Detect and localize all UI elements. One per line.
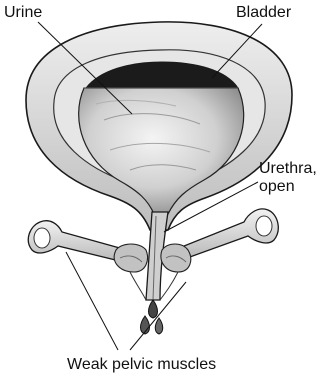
urine-label: Urine	[4, 4, 42, 22]
pelvic-muscle-left	[114, 244, 147, 272]
urine-fill	[79, 88, 244, 214]
weak-pelvic-muscles-label: Weak pelvic muscles	[67, 356, 216, 374]
bladder-label: Bladder	[236, 4, 291, 22]
urethra-label: Urethra, open	[259, 160, 321, 196]
urine-drop-3	[155, 318, 163, 334]
leader-muscle-left	[66, 252, 118, 350]
urine-drop-1	[149, 300, 158, 318]
pelvic-muscle-right	[161, 244, 191, 272]
